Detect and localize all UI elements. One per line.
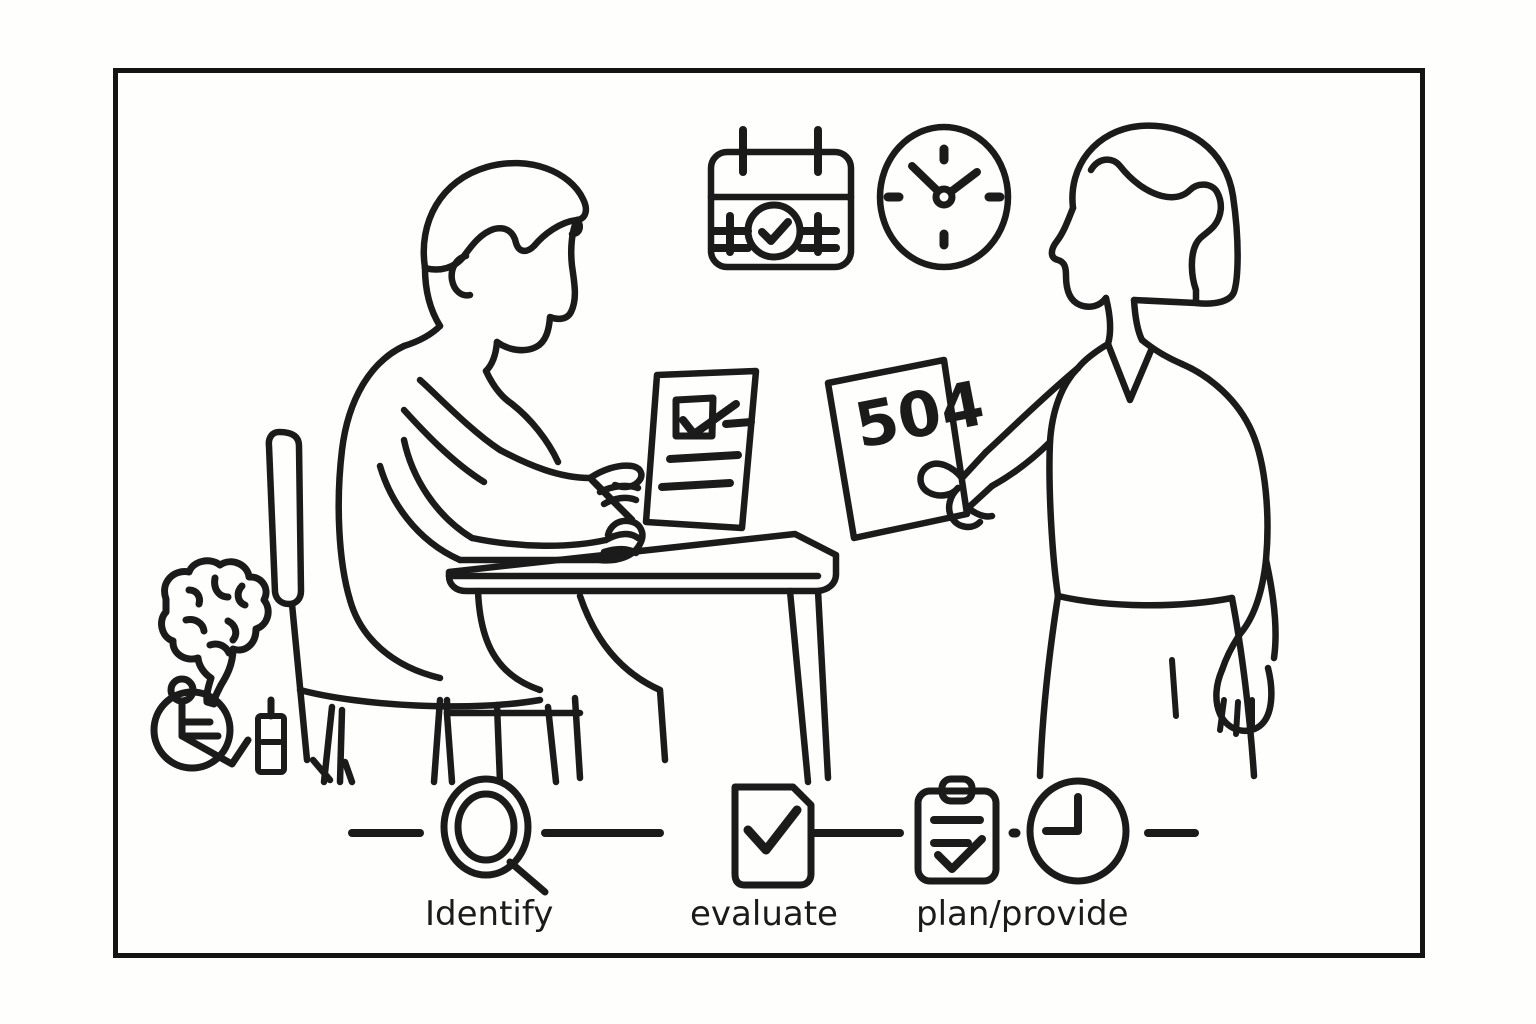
inhaler-icon xyxy=(255,696,287,775)
school-chair xyxy=(265,428,584,786)
timeline-label-identify: Identify xyxy=(425,894,553,934)
process-timeline xyxy=(348,775,1199,896)
brain-icon xyxy=(158,557,272,708)
timeline-label-evaluate: evaluate xyxy=(690,894,838,934)
illustration-frame xyxy=(113,68,1425,958)
checklist-page xyxy=(642,367,760,532)
magnifier-icon xyxy=(440,775,549,896)
clock-icon xyxy=(876,123,1012,271)
seated-student xyxy=(335,159,646,682)
calendar-icon xyxy=(707,126,855,271)
school-desk xyxy=(445,530,840,786)
standing-educator xyxy=(917,122,1279,780)
document-check-icon xyxy=(731,783,815,889)
timeline-labels: Identify evaluate plan/provide xyxy=(425,894,1129,934)
clock-small-icon xyxy=(1026,777,1130,885)
wheelchair-icon xyxy=(150,675,252,772)
clipboard-check-icon xyxy=(914,775,1000,885)
timeline-label-plan-provide: plan/provide xyxy=(916,894,1129,934)
plan-504-page xyxy=(824,356,971,542)
